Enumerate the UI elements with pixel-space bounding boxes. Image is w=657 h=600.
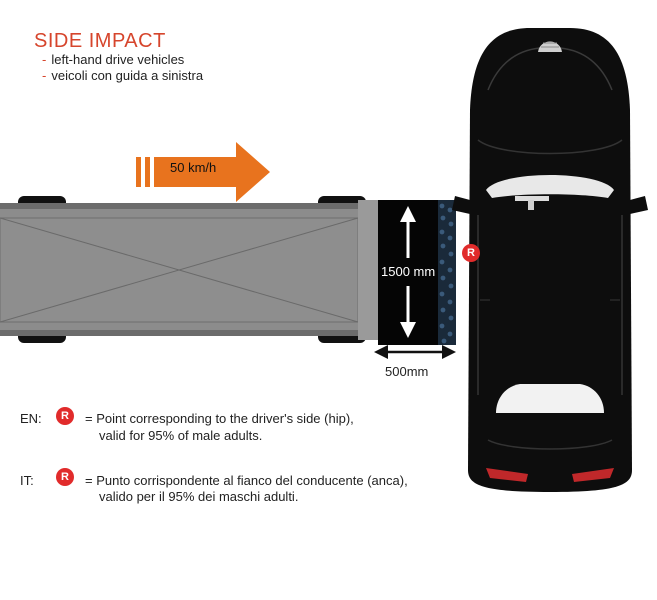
legend-r-marker-en: R — [56, 407, 74, 425]
subtitle-lhd-it: -veicoli con guida a sinistra — [42, 68, 203, 83]
car-top-view — [452, 28, 648, 492]
bullet-dash: - — [42, 68, 47, 83]
legend-it-line1: = Punto corrispondente al fianco del con… — [85, 473, 408, 488]
deformable-barrier — [378, 200, 456, 345]
legend-lang-it: IT: — [20, 473, 34, 488]
bullet-dash: - — [42, 52, 47, 67]
legend-r-marker-it: R — [56, 468, 74, 486]
driver-hip-marker: R — [462, 244, 480, 262]
barrier-depth-label: 500mm — [385, 364, 429, 379]
diagram-title: SIDE IMPACT — [34, 30, 166, 52]
trolley-body — [0, 200, 378, 340]
subtitle-lhd-en: -left-hand drive vehicles — [42, 52, 184, 67]
barrier-height-label: 1500 mm — [381, 264, 436, 279]
speed-arrow — [136, 142, 270, 202]
legend-lang-en: EN: — [20, 411, 42, 426]
legend-it-line2: valido per il 95% dei maschi adulti. — [99, 489, 299, 504]
legend-en-line2: valid for 95% of male adults. — [99, 428, 263, 443]
speed-label: 50 km/h — [170, 160, 217, 175]
depth-arrow — [374, 345, 456, 359]
subtitle-text: left-hand drive vehicles — [51, 52, 185, 67]
legend-en-line1: = Point corresponding to the driver's si… — [85, 411, 354, 426]
subtitle-text: veicoli con guida a sinistra — [51, 68, 204, 83]
